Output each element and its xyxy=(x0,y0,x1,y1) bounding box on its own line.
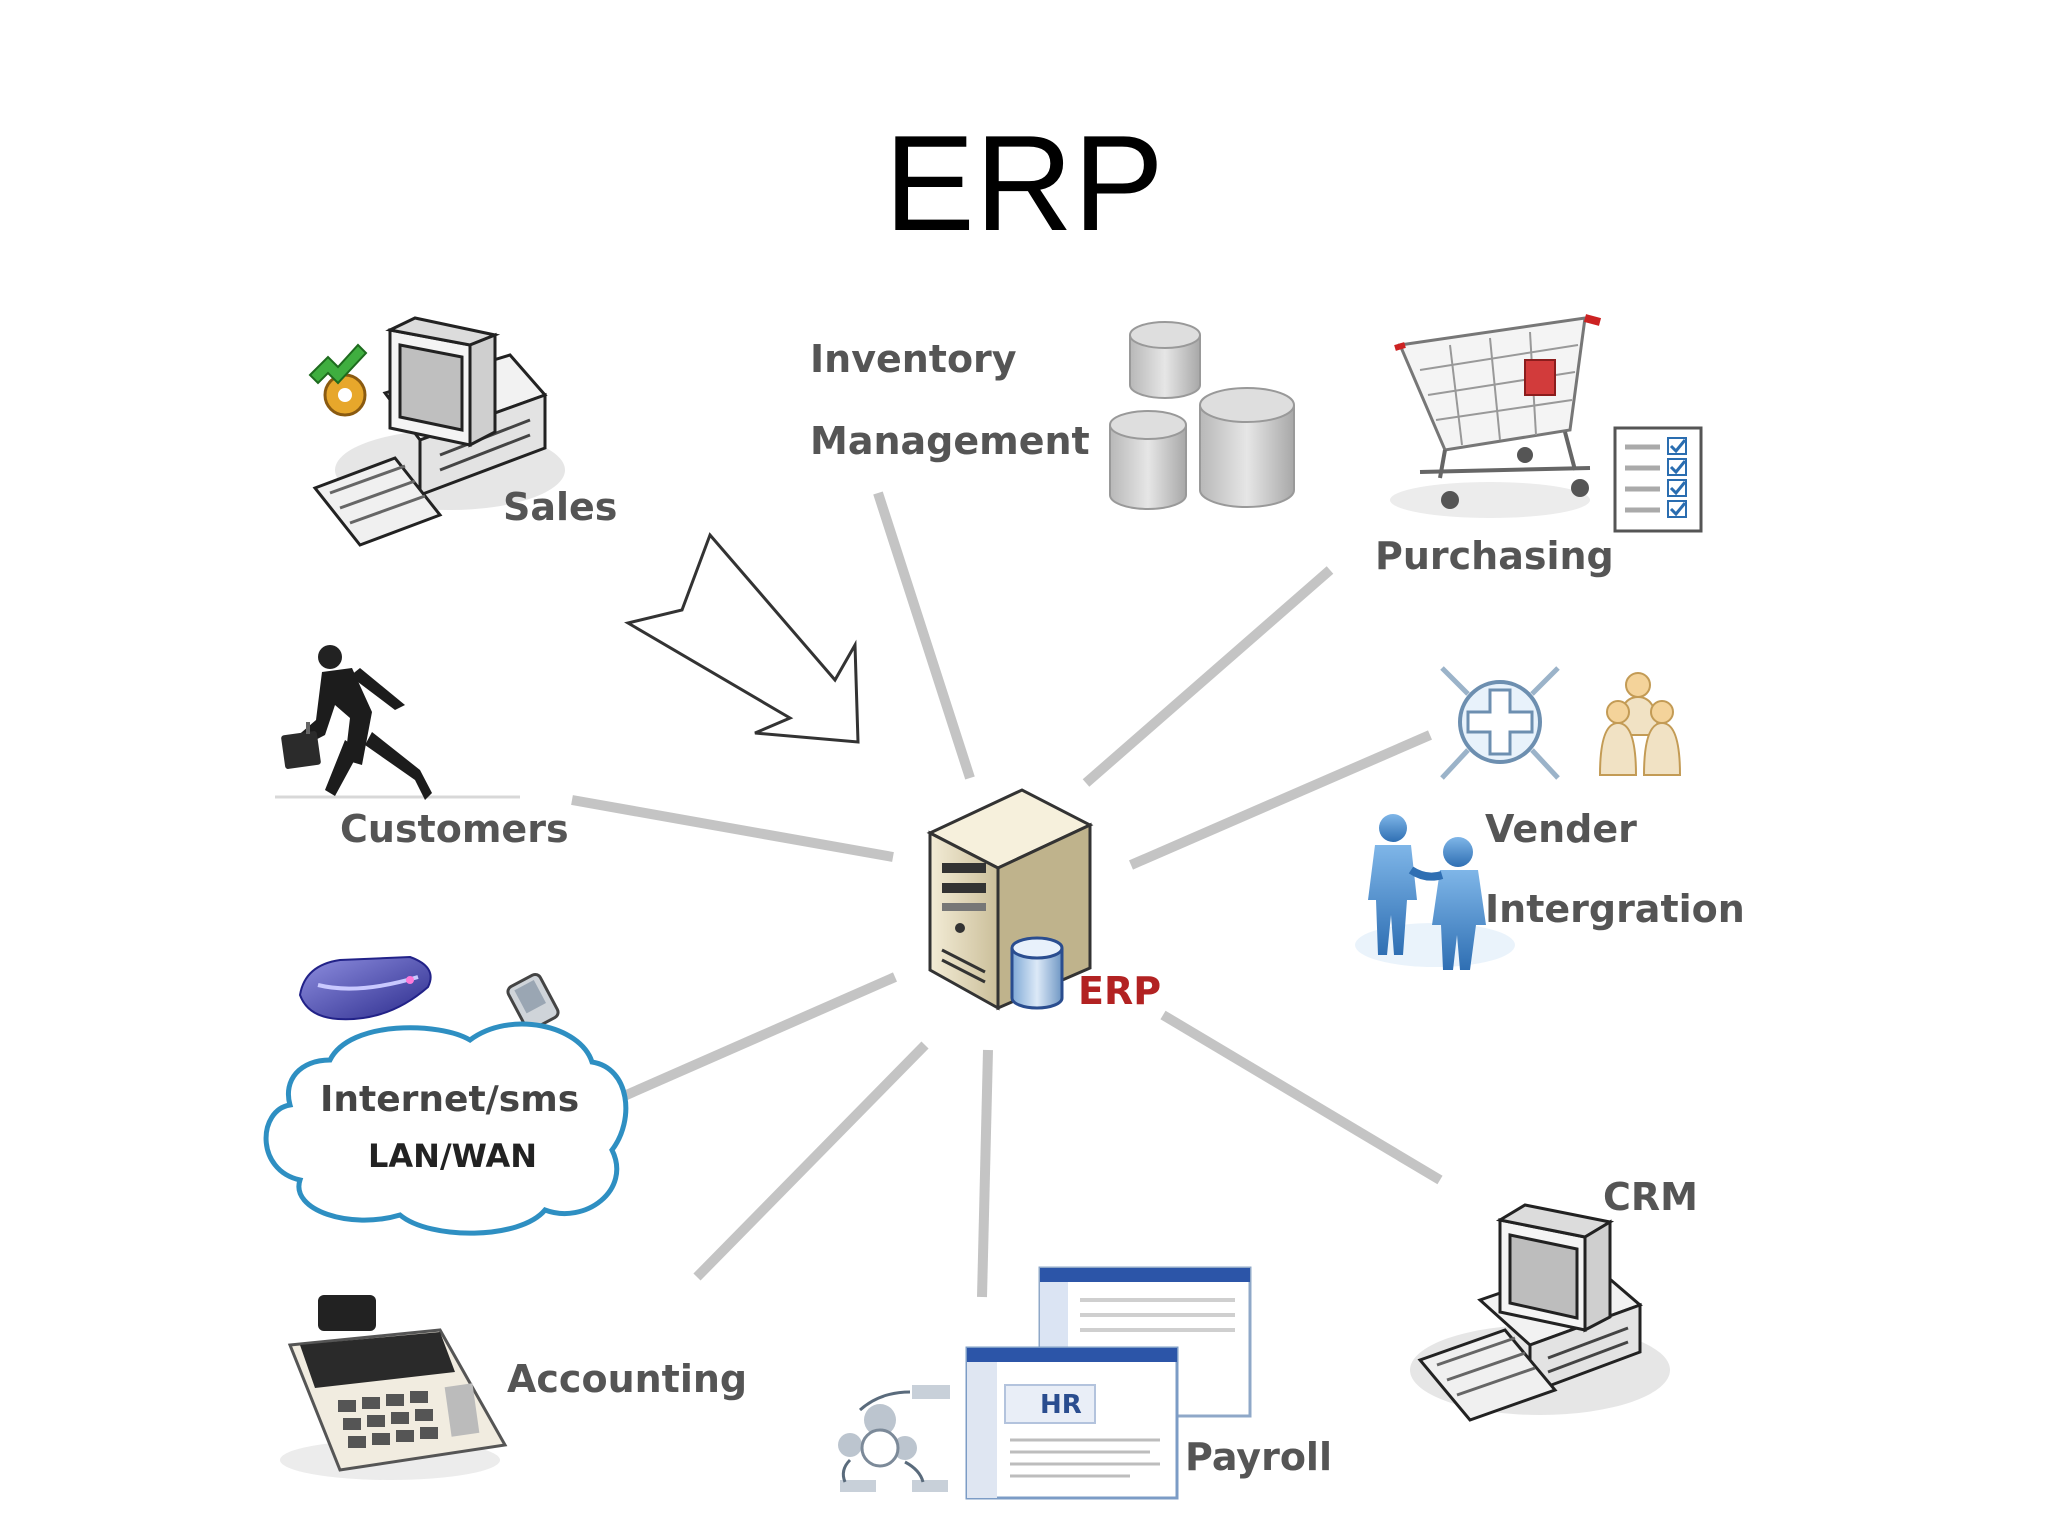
mobile-phone-icon xyxy=(506,972,560,1032)
router-icon xyxy=(298,955,432,1021)
diagram-title: ERP xyxy=(884,107,1164,259)
connector-accounting xyxy=(693,1041,929,1281)
inventory-disks-icon xyxy=(1109,321,1295,510)
accounting-label: Accounting xyxy=(507,1357,748,1401)
payroll-hr-badge: HR xyxy=(1040,1390,1082,1420)
network-label-line2: LAN/WAN xyxy=(368,1137,538,1175)
crm-computer-icon xyxy=(1410,1203,1670,1422)
customer-person-icon xyxy=(275,645,520,800)
connector-network xyxy=(612,972,898,1105)
inventory-label-line2: Management xyxy=(810,419,1090,463)
connector-lines xyxy=(571,491,1443,1298)
vendor-group-icon xyxy=(1598,672,1682,776)
connector-crm xyxy=(1160,1010,1443,1185)
erp-database-icon xyxy=(1010,936,1064,1010)
inventory-label-line1: Inventory xyxy=(810,337,1017,381)
network-cloud-icon xyxy=(263,1021,629,1236)
network-label-line1: Internet/sms xyxy=(320,1079,580,1120)
connector-inventory xyxy=(873,491,975,780)
calculator-icon xyxy=(280,1295,508,1480)
purchasing-label: Purchasing xyxy=(1375,534,1614,578)
payroll-label: Payroll xyxy=(1185,1435,1332,1479)
flow-arrow xyxy=(624,532,860,744)
customers-label: Customers xyxy=(340,807,569,851)
connector-payroll xyxy=(977,1049,993,1298)
sales-computer-icon xyxy=(308,316,565,547)
vender-label-line1: Vender xyxy=(1485,807,1637,851)
purchasing-cart-icon xyxy=(1390,314,1602,518)
connector-customers xyxy=(571,795,894,862)
sales-label: Sales xyxy=(503,485,618,529)
org-chart-icon xyxy=(838,1385,950,1492)
handshake-people-icon xyxy=(1355,814,1515,970)
integration-arrows-icon xyxy=(1440,666,1560,780)
erp-server-icon xyxy=(926,788,1094,1011)
vender-label-line2: Intergration xyxy=(1485,887,1745,931)
connector-purchasing xyxy=(1082,566,1334,787)
crm-label: CRM xyxy=(1603,1175,1698,1219)
payroll-windows-icon xyxy=(965,1266,1252,1500)
checklist-icon xyxy=(1613,426,1703,533)
connector-vender xyxy=(1129,730,1432,870)
erp-hub-label: ERP xyxy=(1078,969,1162,1013)
